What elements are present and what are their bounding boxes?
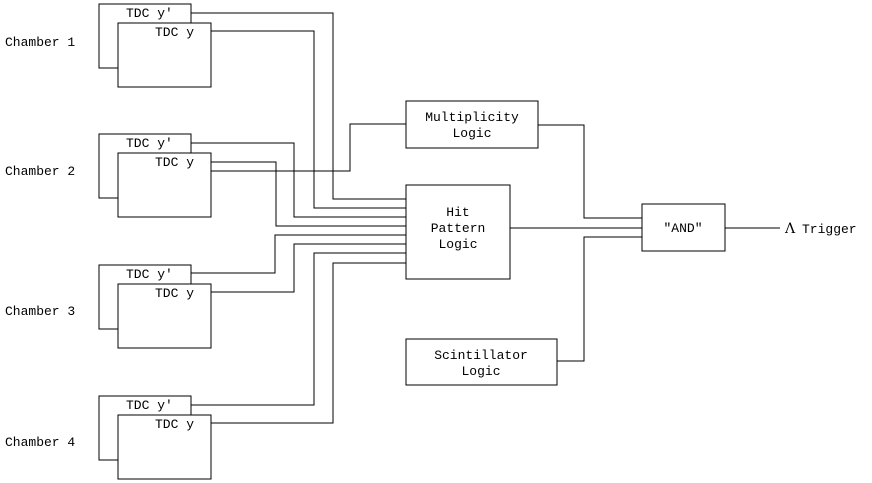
tdc-y-box <box>117 283 212 349</box>
wire-ch3-yprime <box>191 234 406 274</box>
hit-pattern-logic-line-2: Pattern <box>431 221 486 236</box>
and-gate-label: "AND" <box>663 221 702 236</box>
multiplicity-logic-line-2: Logic <box>452 126 491 141</box>
tdc-yprime-label: TDC y′ <box>126 398 173 413</box>
chamber-4-group: Chamber 4 TDC y′ TDC y <box>5 395 212 480</box>
tdc-y-label: TDC y <box>155 286 194 301</box>
wire-ch2-yprime <box>191 142 406 218</box>
scintillator-logic-block: Scintillator Logic <box>405 338 558 386</box>
chamber-label: Chamber 2 <box>5 164 75 179</box>
tdc-y-box <box>117 152 212 218</box>
wire-ch2-y-hit <box>211 161 406 227</box>
chamber-2-group: Chamber 2 TDC y′ TDC y <box>5 133 212 218</box>
wire-scintillator-and <box>557 236 642 362</box>
and-gate-box <box>641 203 726 252</box>
wire-ch4-yprime <box>191 252 406 406</box>
wire-ch4-y <box>211 262 406 424</box>
chamber-1-group: Chamber 1 TDC y′ TDC y <box>5 3 212 88</box>
trigger-output: Λ Trigger <box>784 221 857 237</box>
tdc-y-label: TDC y <box>155 155 194 170</box>
scintillator-logic-line-1: Scintillator <box>434 348 528 363</box>
hit-pattern-logic-line-3: Logic <box>438 237 477 252</box>
tdc-yprime-label: TDC y′ <box>126 136 173 151</box>
scintillator-logic-line-2: Logic <box>461 364 500 379</box>
wire-ch1-yprime <box>191 12 406 200</box>
hit-pattern-logic-line-1: Hit <box>446 205 469 220</box>
hit-pattern-logic-block: Hit Pattern Logic <box>405 184 511 280</box>
tdc-y-box <box>117 414 212 480</box>
tdc-yprime-label: TDC y′ <box>126 6 173 21</box>
trigger-label: Trigger <box>802 222 857 237</box>
connection-wires <box>191 12 780 424</box>
chamber-3-group: Chamber 3 TDC y′ TDC y <box>5 264 212 349</box>
tdc-yprime-label: TDC y′ <box>126 267 173 282</box>
tdc-y-box <box>117 22 212 88</box>
multiplicity-logic-block: Multiplicity Logic <box>405 100 539 149</box>
tdc-y-label: TDC y <box>155 417 194 432</box>
multiplicity-logic-line-1: Multiplicity <box>425 110 519 125</box>
wire-ch3-y <box>211 243 406 293</box>
tdc-y-label: TDC y <box>155 25 194 40</box>
and-gate-block: "AND" <box>641 203 726 252</box>
chamber-label: Chamber 3 <box>5 304 75 319</box>
chamber-label: Chamber 4 <box>5 435 75 450</box>
lambda-symbol: Λ <box>784 221 796 237</box>
wire-multiplicity-and <box>538 124 642 219</box>
wire-ch1-y <box>211 30 406 209</box>
multiplicity-logic-box <box>405 100 539 149</box>
hit-pattern-logic-box <box>405 184 511 280</box>
wire-ch2-y-multiplicity <box>211 123 406 172</box>
chamber-label: Chamber 1 <box>5 35 75 50</box>
scintillator-logic-box <box>405 338 558 386</box>
